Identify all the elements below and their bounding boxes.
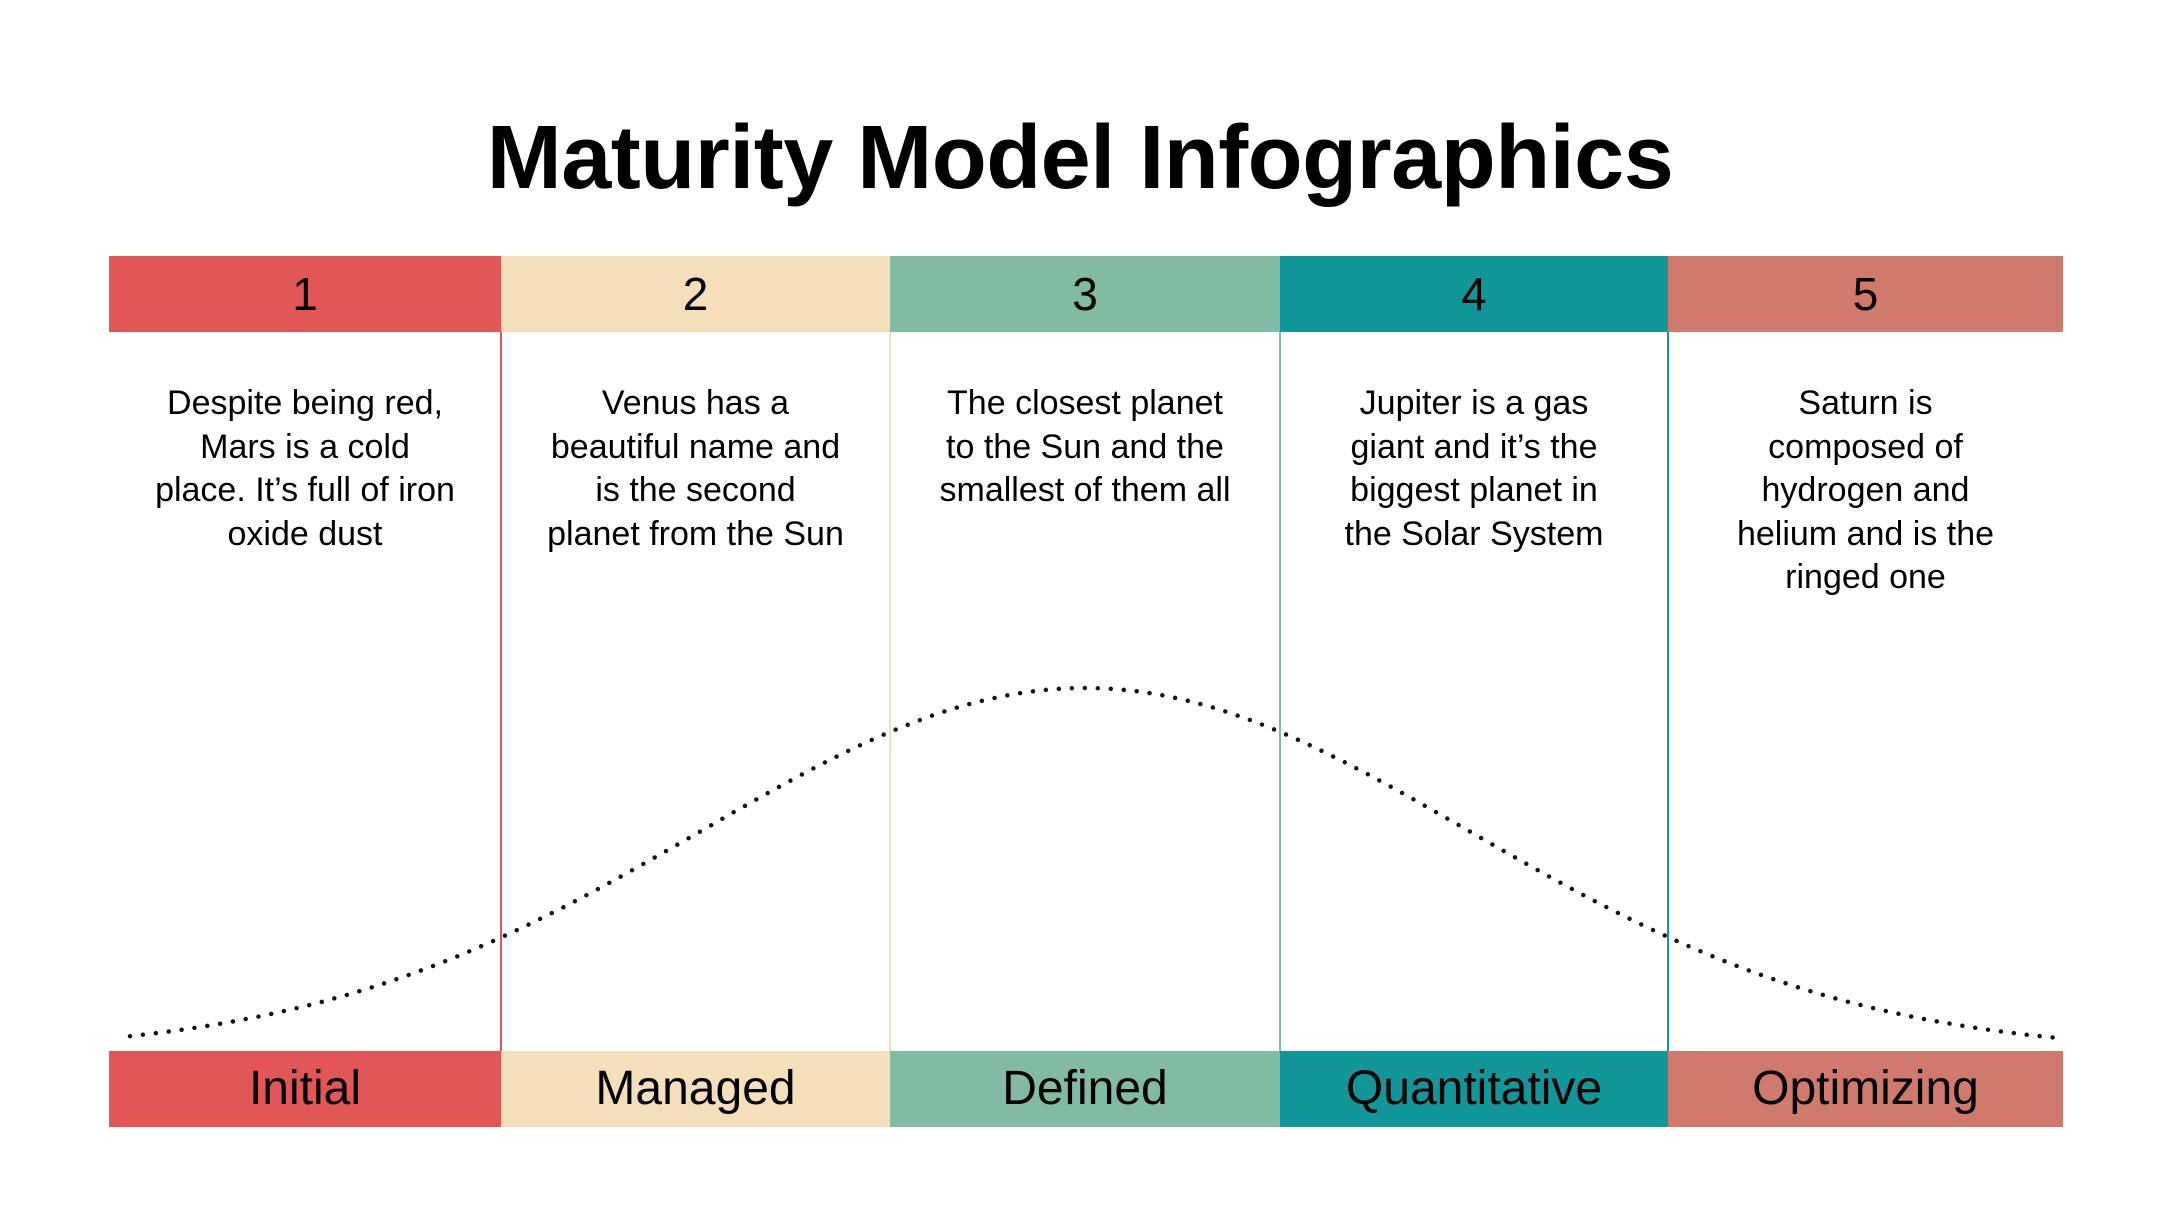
stage-divider [1279, 332, 1281, 1051]
stage-3: 3 The closest planet to the Sun and the … [890, 256, 1280, 1127]
stage-number-bar: 4 [1280, 256, 1668, 332]
stage-divider [889, 332, 891, 1051]
stage-2: 2 Venus has a beautiful name and is the … [501, 256, 890, 1127]
page-title: Maturity Model Infographics [486, 108, 1674, 208]
stage-4: 4 Jupiter is a gas giant and it’s the bi… [1280, 256, 1668, 1127]
stage-5: 5 Saturn is composed of hydrogen and hel… [1668, 256, 2063, 1127]
stage-description: Venus has a beautiful name and is the se… [547, 384, 844, 553]
stage-description: Jupiter is a gas giant and it’s the bigg… [1344, 384, 1604, 553]
stage-number-bar: 2 [501, 256, 890, 332]
stage-label-bar: Optimizing [1668, 1051, 2063, 1127]
stage-label-bar: Initial [109, 1051, 501, 1127]
stage-number-bar: 3 [890, 256, 1280, 332]
stage-divider [1667, 332, 1669, 1051]
stage-label-bar: Defined [890, 1051, 1280, 1127]
stage-description: The closest planet to the Sun and the sm… [939, 384, 1231, 509]
stage-number-bar: 1 [109, 256, 501, 332]
stage-description: Saturn is composed of hydrogen and heliu… [1736, 384, 1995, 596]
stage-number-bar: 5 [1668, 256, 2063, 332]
stage-label-bar: Quantitative [1280, 1051, 1668, 1127]
stage-1: 1 Despite being red, Mars is a cold plac… [109, 256, 501, 1127]
stage-label-bar: Managed [501, 1051, 890, 1127]
stage-divider [500, 332, 502, 1051]
stage-description: Despite being red, Mars is a cold place.… [155, 384, 455, 553]
